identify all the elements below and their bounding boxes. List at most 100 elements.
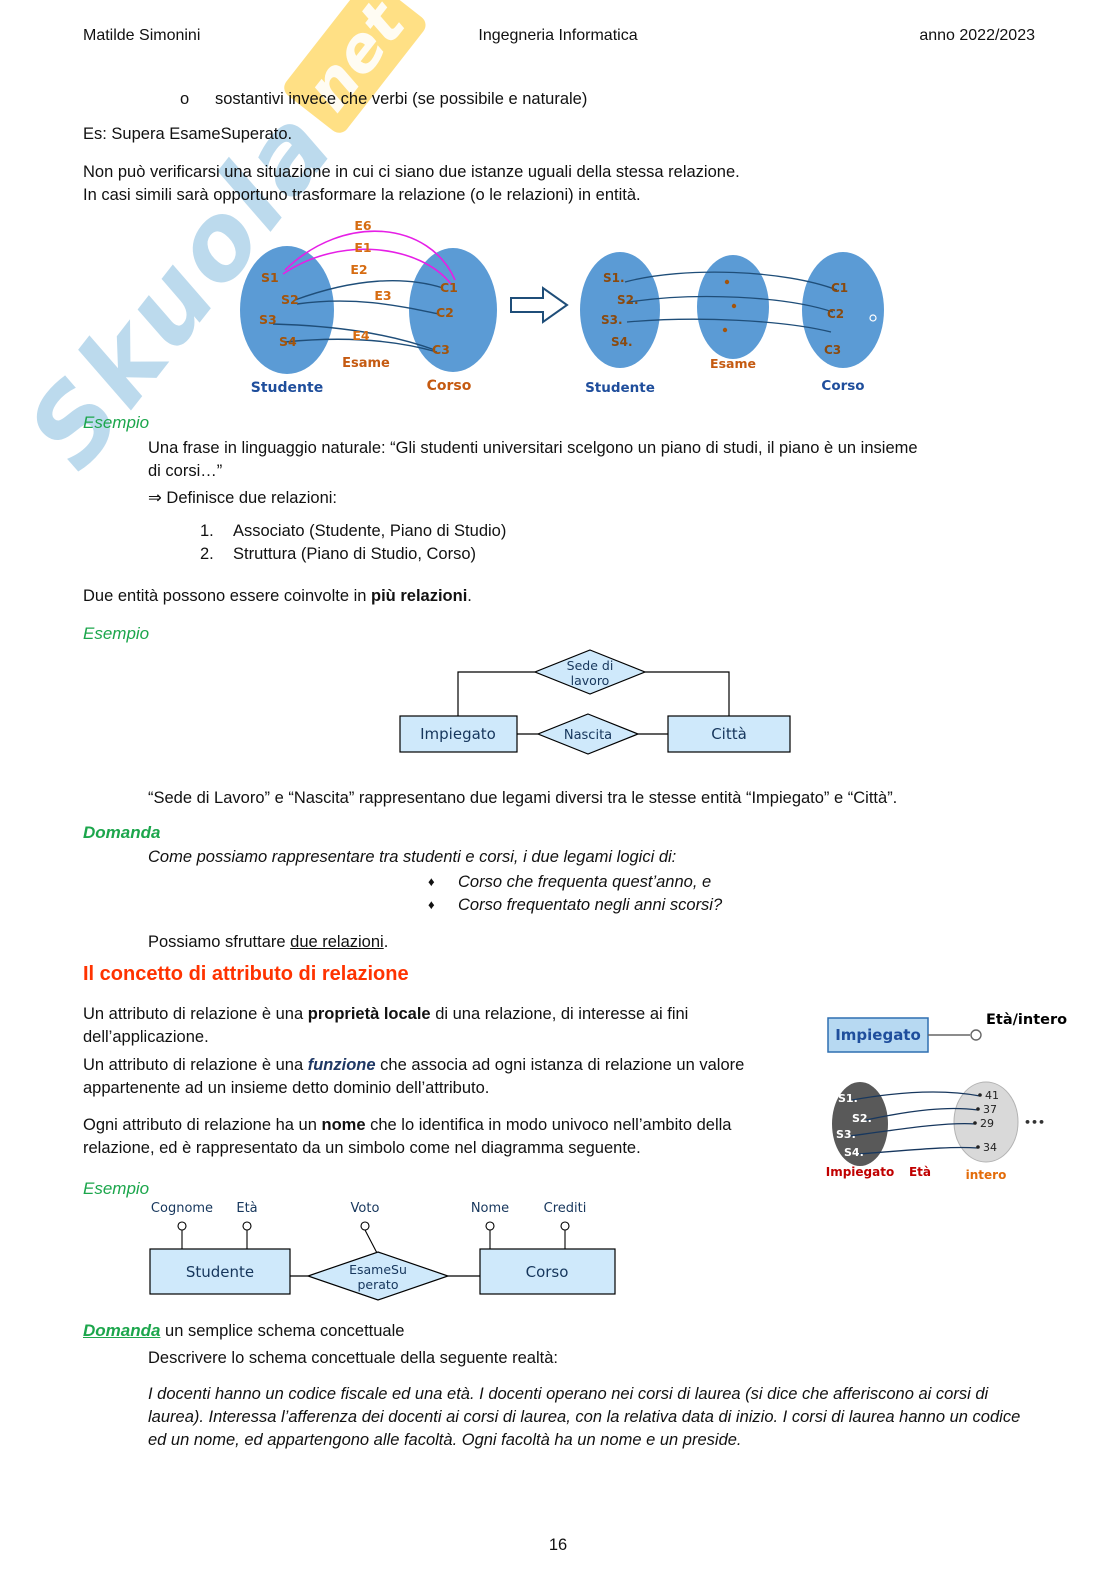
value-label: 29 bbox=[980, 1117, 994, 1130]
domanda2-body: I docenti hanno un codice fiscale ed una… bbox=[148, 1385, 1021, 1449]
header-year: anno 2022/2023 bbox=[919, 27, 1035, 44]
link-line bbox=[626, 318, 832, 333]
impiegato-entity bbox=[399, 715, 518, 753]
esame-superato-label-line2: perato bbox=[358, 1277, 399, 1292]
p3-pre: Ogni attributo di relazione ha un bbox=[83, 1116, 322, 1134]
esame-instance-dot bbox=[731, 303, 737, 309]
esame-instance-dot bbox=[724, 279, 730, 285]
edge-e6 bbox=[284, 230, 456, 281]
esempio-label: Esempio bbox=[83, 413, 150, 432]
value-dot bbox=[976, 1145, 980, 1149]
example-line: Es: Supera EsameSuperato. bbox=[83, 125, 293, 143]
studente-label-right: Studente bbox=[585, 380, 655, 396]
edge-label-e4: E4 bbox=[352, 328, 370, 343]
p1-pre: Un attributo di relazione è una bbox=[83, 1005, 308, 1023]
impiegato-entity-box bbox=[827, 1017, 929, 1053]
instance-label: S2. bbox=[617, 293, 639, 307]
attr-paragraph3: Ogni attributo di relazione ha un nome c… bbox=[83, 1114, 783, 1160]
edge-e3 bbox=[296, 300, 440, 315]
sede-label-line1: Sede di bbox=[567, 658, 614, 673]
attr-paragraph2: Un attributo di relazione è una funzione… bbox=[83, 1054, 798, 1100]
instance-label: C2 bbox=[827, 307, 844, 321]
mapping-line bbox=[857, 1146, 979, 1155]
conclusion-pre: Possiamo sfruttare bbox=[148, 933, 291, 951]
p2-bold: funzione bbox=[307, 1056, 376, 1074]
impiegato-caption: Impiegato bbox=[826, 1165, 894, 1179]
attribute-instances-figure: S1. S2. S3. S4. 41 37 29 34 ••• Impiegat… bbox=[826, 1081, 1045, 1182]
corso-set-ellipse-right bbox=[802, 252, 884, 368]
instance-label: S3 bbox=[259, 312, 277, 327]
nascita-label: Nascita bbox=[564, 728, 612, 743]
list-item-number: 1. bbox=[200, 522, 214, 540]
er-attribute-diagram: Cognome Età Voto Nome Crediti Studente E… bbox=[149, 1201, 616, 1301]
value-label: 41 bbox=[985, 1089, 999, 1102]
esempio-label: Esempio bbox=[83, 1179, 150, 1198]
instance-label: S2 bbox=[281, 292, 299, 307]
attribute-symbol-figure: Impiegato Età/intero bbox=[827, 1012, 1067, 1053]
list-item-text: Struttura (Piano di Studio, Corso) bbox=[233, 545, 477, 563]
esame-label: Esame bbox=[342, 356, 390, 371]
esempio1-arrow-line: ⇒ Definisce due relazioni: bbox=[148, 489, 338, 507]
impiegato-instances-ellipse bbox=[832, 1082, 888, 1166]
p1-post: di una relazione, di interesse ai fini d… bbox=[83, 1005, 689, 1046]
connector-line bbox=[645, 671, 730, 716]
diamond-bullet-icon: ♦ bbox=[428, 874, 435, 889]
value-dot bbox=[978, 1093, 982, 1097]
value-label: 34 bbox=[983, 1141, 997, 1154]
domanda2-line: Descrivere lo schema concettuale della s… bbox=[148, 1349, 558, 1367]
corso-entity bbox=[479, 1248, 616, 1295]
connector-line bbox=[457, 671, 535, 716]
sede-label-line2: lavoro bbox=[571, 673, 610, 688]
intro-paragraph-line1: Non può verificarsi una situazione in cu… bbox=[83, 163, 740, 181]
edge-e2 bbox=[294, 280, 444, 301]
domanda1-bullet2: Corso frequentato negli anni scorsi? bbox=[458, 896, 723, 914]
domanda2-title-rest: un semplice schema concettuale bbox=[160, 1322, 405, 1340]
studente-label: Studente bbox=[186, 1263, 254, 1281]
attribute-circle-icon bbox=[485, 1221, 495, 1231]
instance-label: S4. bbox=[844, 1146, 864, 1159]
section-heading: Il concetto di attributo di relazione bbox=[83, 963, 409, 985]
domanda1-intro: Come possiamo rappresentare tra studenti… bbox=[148, 848, 677, 866]
esame-label-right: Esame bbox=[710, 356, 756, 371]
mapping-line bbox=[849, 1122, 977, 1137]
instance-label: S3. bbox=[836, 1128, 856, 1141]
impiegato-label: Impiegato bbox=[420, 725, 496, 743]
esempio1-line2: di corsi…” bbox=[148, 462, 223, 480]
corso-label-right: Corso bbox=[821, 378, 864, 394]
intero-values-ellipse bbox=[953, 1081, 1019, 1163]
studente-set-ellipse-right bbox=[580, 252, 660, 368]
citta-entity bbox=[667, 715, 791, 753]
ellipsis-dots: ••• bbox=[1024, 1116, 1045, 1129]
mapping-line bbox=[851, 1091, 981, 1101]
attribute-stem bbox=[364, 1229, 378, 1254]
value-dot bbox=[973, 1121, 977, 1125]
domanda2-title: Domanda un semplice schema concettuale bbox=[83, 1320, 404, 1342]
page-number: 16 bbox=[548, 1536, 568, 1554]
edge-label-e2: E2 bbox=[350, 262, 367, 277]
corso-label: Corso bbox=[427, 378, 472, 394]
transform-arrow-icon bbox=[510, 286, 569, 324]
p2-post: che associa ad ogni istanza di relazione… bbox=[83, 1056, 745, 1097]
attribute-name: Crediti bbox=[544, 1201, 587, 1216]
domanda1-bullet1: Corso che frequenta quest’anno, e bbox=[458, 873, 712, 891]
value-label: 37 bbox=[983, 1103, 997, 1116]
instance-label: C1 bbox=[440, 280, 458, 295]
p1-bold: proprietà locale bbox=[307, 1005, 431, 1023]
attribute-circle-icon bbox=[242, 1221, 252, 1231]
watermark-brand-suffix: net bbox=[280, 0, 430, 137]
studente-set-ellipse bbox=[240, 246, 334, 374]
eta-intero-label: Età/intero bbox=[986, 1012, 1067, 1028]
list-item-number: 2. bbox=[200, 545, 214, 563]
instance-label: C2 bbox=[436, 305, 454, 320]
instance-label: C1 bbox=[831, 281, 848, 295]
esame-instance-dot bbox=[722, 327, 728, 333]
er-caption: “Sede di Lavoro” e “Nascita” rappresenta… bbox=[148, 789, 898, 807]
attribute-circle-icon bbox=[560, 1221, 570, 1231]
corso-label: Corso bbox=[526, 1263, 569, 1281]
due-entita-pre: Due entità possono essere coinvolte in bbox=[83, 587, 372, 605]
attribute-circle-icon bbox=[360, 1221, 370, 1231]
esempio1-line1: Una frase in linguaggio naturale: “Gli s… bbox=[148, 439, 918, 457]
domanda1-conclusion: Possiamo sfruttare due relazioni. bbox=[148, 931, 388, 953]
eta-caption: Età bbox=[909, 1165, 931, 1179]
